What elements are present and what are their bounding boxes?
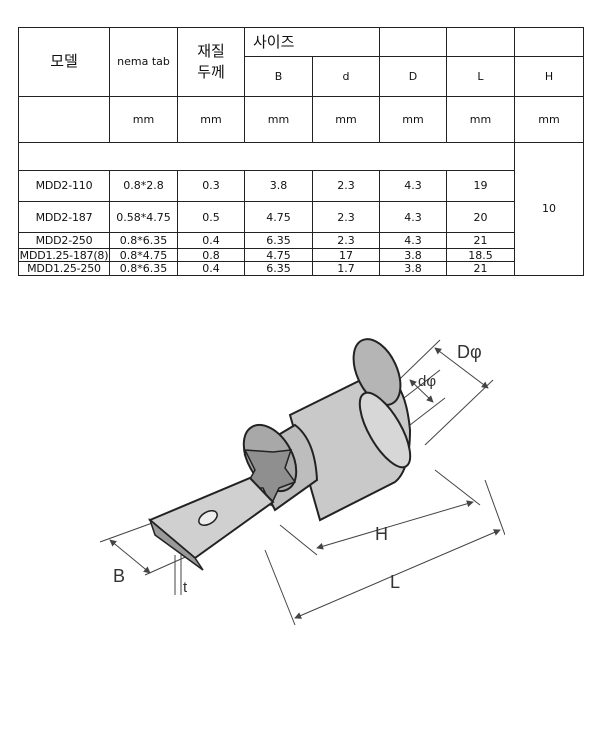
b-cell: 4.75: [244, 247, 313, 263]
unit-cell: mm: [109, 95, 178, 143]
d-cell: 2.3: [312, 200, 380, 234]
d-cell: 2.3: [312, 232, 380, 249]
label-d-phi: dφ: [418, 373, 436, 390]
unit-cell: mm: [312, 95, 380, 143]
header-nema-tab: nema tab: [109, 27, 178, 97]
label-t: t: [183, 579, 188, 596]
h-value: 10: [514, 141, 584, 277]
header-col-B: B: [244, 56, 313, 97]
model-cell: MDD2-250: [18, 232, 110, 249]
label-D-phi: Dφ: [457, 342, 482, 362]
label-H: H: [375, 524, 388, 544]
table-row: MDD2-110 0.8*2.8 0.3 3.8 2.3 4.3 19: [18, 169, 584, 202]
table-row: MDD2-187 0.58*4.75 0.5 4.75 2.3 4.3 20: [18, 200, 584, 234]
unit-cell: mm: [446, 95, 515, 143]
b-cell: 6.35: [244, 232, 313, 249]
header-model: 모델: [18, 27, 110, 97]
table-row: MDD2-250 0.8*6.35 0.4 6.35 2.3 4.3 21: [18, 232, 584, 249]
nema-cell: 0.58*4.75: [109, 200, 178, 234]
D-cell: 4.3: [379, 232, 447, 249]
spec-table: 모델 nema tab 재질 두께 사이즈 B d D L H mm mm mm…: [18, 26, 584, 277]
terminal-body: [148, 338, 412, 571]
nema-cell: 0.8*4.75: [109, 247, 178, 263]
header-empty: [446, 26, 515, 57]
label-L: L: [390, 572, 400, 592]
nema-cell: 0.8*6.35: [109, 261, 178, 276]
header-material-thickness: 재질 두께: [177, 27, 245, 97]
header-col-H: H: [514, 56, 584, 97]
thickness-cell: 0.4: [177, 232, 245, 249]
unit-cell: mm: [379, 95, 447, 143]
header-col-d: d: [312, 56, 380, 97]
l-cell: 20: [446, 200, 515, 234]
nema-cell: 0.8*2.8: [109, 169, 178, 202]
spacer-row: [18, 141, 515, 171]
thickness-cell: 0.4: [177, 261, 245, 276]
l-cell: 19: [446, 169, 515, 202]
d-cell: 17: [312, 247, 380, 263]
d-cell: 1.7: [312, 261, 380, 276]
dimension-lines: [99, 339, 505, 626]
model-cell: MDD1.25-250: [18, 261, 110, 276]
b-cell: 4.75: [244, 200, 313, 234]
unit-cell: [18, 95, 110, 143]
nema-cell: 0.8*6.35: [109, 232, 178, 249]
D-cell: 3.8: [379, 247, 447, 263]
unit-cell: mm: [177, 95, 245, 143]
table-row: MDD1.25-250 0.8*6.35 0.4 6.35 1.7 3.8 21: [18, 261, 584, 276]
l-cell: 21: [446, 261, 515, 276]
label-B: B: [113, 566, 125, 586]
b-cell: 3.8: [244, 169, 313, 202]
header-size: 사이즈: [244, 26, 380, 57]
terminal-diagram: Dφ dφ H L B t: [99, 338, 505, 626]
D-cell: 4.3: [379, 169, 447, 202]
model-cell: MDD1.25-187(8): [18, 247, 110, 263]
header-col-L: L: [446, 56, 515, 97]
thickness-cell: 0.3: [177, 169, 245, 202]
header-empty: [514, 26, 584, 57]
unit-cell: mm: [514, 95, 584, 143]
thickness-cell: 0.8: [177, 247, 245, 263]
D-cell: 4.3: [379, 200, 447, 234]
model-cell: MDD2-187: [18, 200, 110, 234]
l-cell: 21: [446, 232, 515, 249]
model-cell: MDD2-110: [18, 169, 110, 202]
thickness-cell: 0.5: [177, 200, 245, 234]
header-col-D: D: [379, 56, 447, 97]
l-cell: 18.5: [446, 247, 515, 263]
unit-cell: mm: [244, 95, 313, 143]
table-row: MDD1.25-187(8) 0.8*4.75 0.8 4.75 17 3.8 …: [18, 247, 584, 263]
D-cell: 3.8: [379, 261, 447, 276]
b-cell: 6.35: [244, 261, 313, 276]
d-cell: 2.3: [312, 169, 380, 202]
header-empty: [379, 26, 447, 57]
